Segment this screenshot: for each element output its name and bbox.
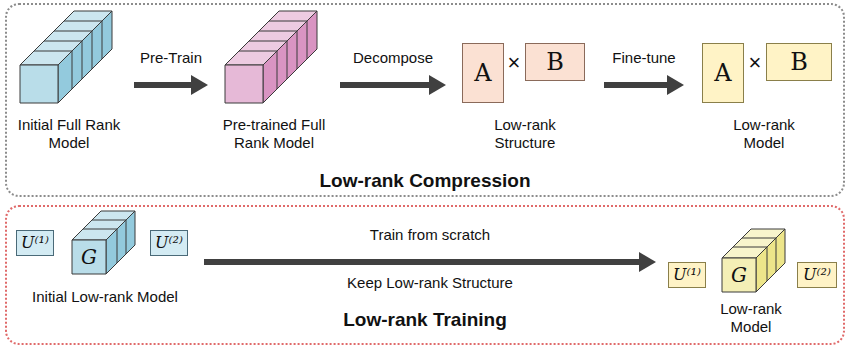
- model-stage: A B Low-rank Model: [688, 8, 840, 153]
- structure-stage: A B Low-rank Structure: [450, 8, 600, 153]
- cube-face: [722, 258, 756, 292]
- stage-caption: Low-rank Structure: [475, 116, 575, 152]
- matrix-box: B: [766, 43, 832, 81]
- factor-box: U⁽¹⁾: [668, 262, 706, 288]
- model-stage: U⁽¹⁾ G U⁽²⁾ Initial Low-rank Model: [10, 210, 200, 310]
- factor-box: U⁽²⁾: [150, 230, 188, 256]
- stage-caption: Initial Full Rank Model: [8, 116, 130, 152]
- cube-face: [106, 229, 117, 274]
- model-stage: Pre-trained Full Rank Model: [212, 8, 336, 153]
- node-label: A: [714, 59, 731, 88]
- node-label: B: [546, 48, 564, 77]
- cube: [72, 229, 117, 274]
- compression-panel: Initial Full Rank Model Pre-trained Full …: [5, 3, 845, 197]
- stage-caption: Pre-trained Full Rank Model: [212, 116, 336, 152]
- node-label: A: [474, 59, 491, 88]
- cube-face: [263, 51, 277, 103]
- node-label: B: [790, 48, 808, 77]
- core-tensor-label: G: [722, 258, 756, 292]
- model-stage: Initial Full Rank Model: [8, 8, 130, 153]
- matrix-box: B: [525, 43, 585, 81]
- stage-caption: Low-rank Model: [701, 300, 801, 336]
- multiply-sign: ×: [749, 50, 762, 76]
- node-label: U⁽¹⁾: [21, 233, 49, 252]
- stage-caption: Initial Low-rank Model: [10, 288, 200, 306]
- panel-title: Low-rank Training: [7, 309, 843, 332]
- edge-label: Pre-Train: [138, 49, 204, 67]
- cube-face: [58, 51, 72, 103]
- stage-caption: Low-rank Model: [714, 116, 814, 152]
- node-label: U⁽²⁾: [803, 265, 831, 284]
- cube-face: [20, 65, 58, 103]
- flow-arrow: [604, 82, 667, 88]
- cube: [722, 247, 767, 292]
- panel-title: Low-rank Compression: [7, 170, 843, 193]
- annotation: Keep Low-rank Structure: [347, 274, 513, 292]
- flow-arrow: [134, 82, 191, 88]
- edge-label: Fine-tune: [610, 49, 677, 67]
- node-label: G: [731, 263, 747, 287]
- flow-arrow: [204, 259, 639, 265]
- model-stage: U⁽¹⁾ G U⁽²⁾Low-rank Model: [660, 222, 842, 340]
- flow-arrow: [340, 82, 429, 88]
- factor-box: U⁽²⁾: [797, 262, 837, 288]
- node-label: U⁽¹⁾: [673, 265, 701, 284]
- cube-face: [756, 247, 767, 292]
- node-label: U⁽²⁾: [155, 233, 183, 252]
- node-label: G: [81, 245, 97, 269]
- matrix-box: A: [702, 43, 744, 103]
- edge-label: Train from scratch: [368, 226, 492, 244]
- multiply-sign: ×: [508, 50, 521, 76]
- core-tensor-label: G: [72, 240, 106, 274]
- factor-box: U⁽¹⁾: [16, 230, 54, 256]
- cube: [20, 51, 72, 103]
- cube-face: [72, 240, 106, 274]
- cube-face: [225, 65, 263, 103]
- cube: [225, 51, 277, 103]
- matrix-box: A: [462, 43, 504, 103]
- edge-label: Decompose: [351, 49, 435, 67]
